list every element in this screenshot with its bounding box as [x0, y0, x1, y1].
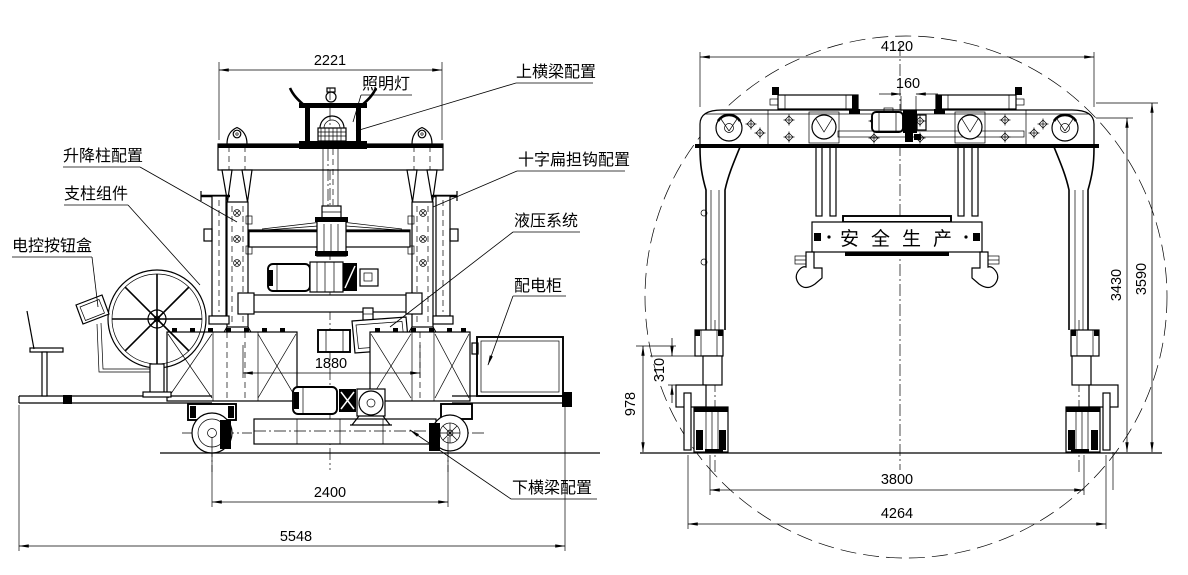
end-roller-left [715, 113, 743, 142]
mid-lower-beam [237, 292, 423, 315]
top-cylinder-right [934, 87, 1025, 114]
dim-inner-height: 3430 [1096, 117, 1133, 453]
label-cross-hook: 十字扁担钩配置 [432, 150, 630, 208]
svg-text:支柱组件: 支柱组件 [64, 184, 128, 203]
dim-5548: 5548 [280, 529, 312, 545]
dim-center-gap: 160 [879, 76, 938, 112]
dim-foot-height: 978 [623, 345, 676, 453]
label-lower-beam: 下横梁配置 [409, 429, 597, 500]
svg-text:液压系统: 液压系统 [514, 211, 578, 230]
tunnel-clearance-circle [644, 35, 1168, 559]
label-upper-beam: 上横梁配置 [355, 62, 596, 132]
dim-310: 310 [652, 358, 668, 382]
leg-right [1053, 146, 1119, 490]
travel-wheel-left [187, 403, 237, 454]
end-roller-right [1051, 113, 1079, 142]
side-view: 安全生产 [640, 35, 1168, 559]
hanger-sheave-left [808, 111, 840, 144]
label-hydraulic: 液压系统 [389, 211, 580, 328]
dim-step: 310 [650, 338, 702, 403]
dim-4264: 4264 [881, 506, 913, 522]
work-lamp [288, 87, 378, 206]
label-lamp: 照明灯 [352, 74, 412, 123]
cross-hook-left [221, 126, 253, 203]
hanger-sheave-right [954, 111, 986, 144]
support-jack-left [200, 191, 230, 325]
dim-overall-height: 3590 [1096, 102, 1158, 453]
left-platform [18, 395, 212, 404]
travel-wheel-right [429, 403, 473, 452]
base-block-left [166, 328, 298, 402]
dim-978: 978 [623, 392, 639, 416]
dim-1880: 1880 [315, 356, 347, 372]
dim-column-span: 1880 [242, 345, 421, 378]
cable-reel [107, 269, 207, 398]
front-view-dimensions: 2221 1880 2400 5548 [18, 53, 566, 551]
label-support: 支柱组件 [64, 184, 201, 286]
dim-overall-length: 5548 [18, 405, 566, 551]
support-jack-right [432, 191, 459, 325]
top-cylinder-left [769, 87, 860, 114]
label-power-cabinet: 配电柜 [487, 276, 566, 366]
dim-2221: 2221 [314, 53, 346, 69]
cross-hook-right [406, 126, 438, 203]
svg-text:照明灯: 照明灯 [362, 74, 410, 93]
travel-drive [292, 386, 392, 426]
hoist-motor [267, 261, 379, 293]
leg-left [675, 146, 741, 453]
dim-beam-width: 2221 [218, 53, 443, 140]
dim-3800: 3800 [881, 472, 913, 488]
dim-rail-span: 3800 [709, 455, 1085, 495]
label-control-box: 电控按钮盒 [12, 236, 99, 308]
hanger-rods [815, 145, 979, 217]
svg-text:上横梁配置: 上横梁配置 [516, 62, 596, 81]
traverse-motor [837, 107, 1025, 142]
spreader-beam [248, 205, 411, 257]
dim-overall-width: 4264 [687, 455, 1107, 529]
rail-clamp-left [794, 251, 823, 289]
svg-text:升降柱配置: 升降柱配置 [63, 146, 143, 165]
bolt-hole-icon [233, 209, 241, 267]
dim-3430: 3430 [1109, 269, 1125, 301]
operator-stand [26, 310, 64, 397]
svg-text:下横梁配置: 下横梁配置 [512, 478, 592, 497]
lower-beam [253, 418, 437, 445]
lifted-beam: 安全生产 [811, 215, 983, 256]
dim-3590: 3590 [1134, 263, 1150, 295]
svg-text:十字扁担钩配置: 十字扁担钩配置 [518, 150, 630, 169]
safety-slogan: 安全生产 [840, 228, 964, 250]
front-view-labels: 升降柱配置 支柱组件 电控按钮盒 照明灯 上横梁配置 十字扁担钩配置 [12, 62, 630, 500]
dim-160: 160 [896, 76, 920, 92]
dim-4120: 4120 [881, 39, 913, 55]
svg-text:配电柜: 配电柜 [514, 276, 562, 295]
control-pendant-box [75, 294, 150, 373]
dim-top-beam: 4120 [699, 39, 1095, 107]
rail-clamp-right [971, 251, 1000, 289]
front-view [18, 87, 600, 472]
dim-wheel-base: 2400 [211, 437, 449, 507]
svg-text:电控按钮盒: 电控按钮盒 [12, 236, 92, 255]
power-cabinet [471, 336, 564, 397]
label-lift-column: 升降柱配置 [63, 146, 238, 223]
side-view-dimensions: 4120 160 3430 3590 310 [623, 39, 1158, 529]
dim-2400: 2400 [314, 485, 346, 501]
